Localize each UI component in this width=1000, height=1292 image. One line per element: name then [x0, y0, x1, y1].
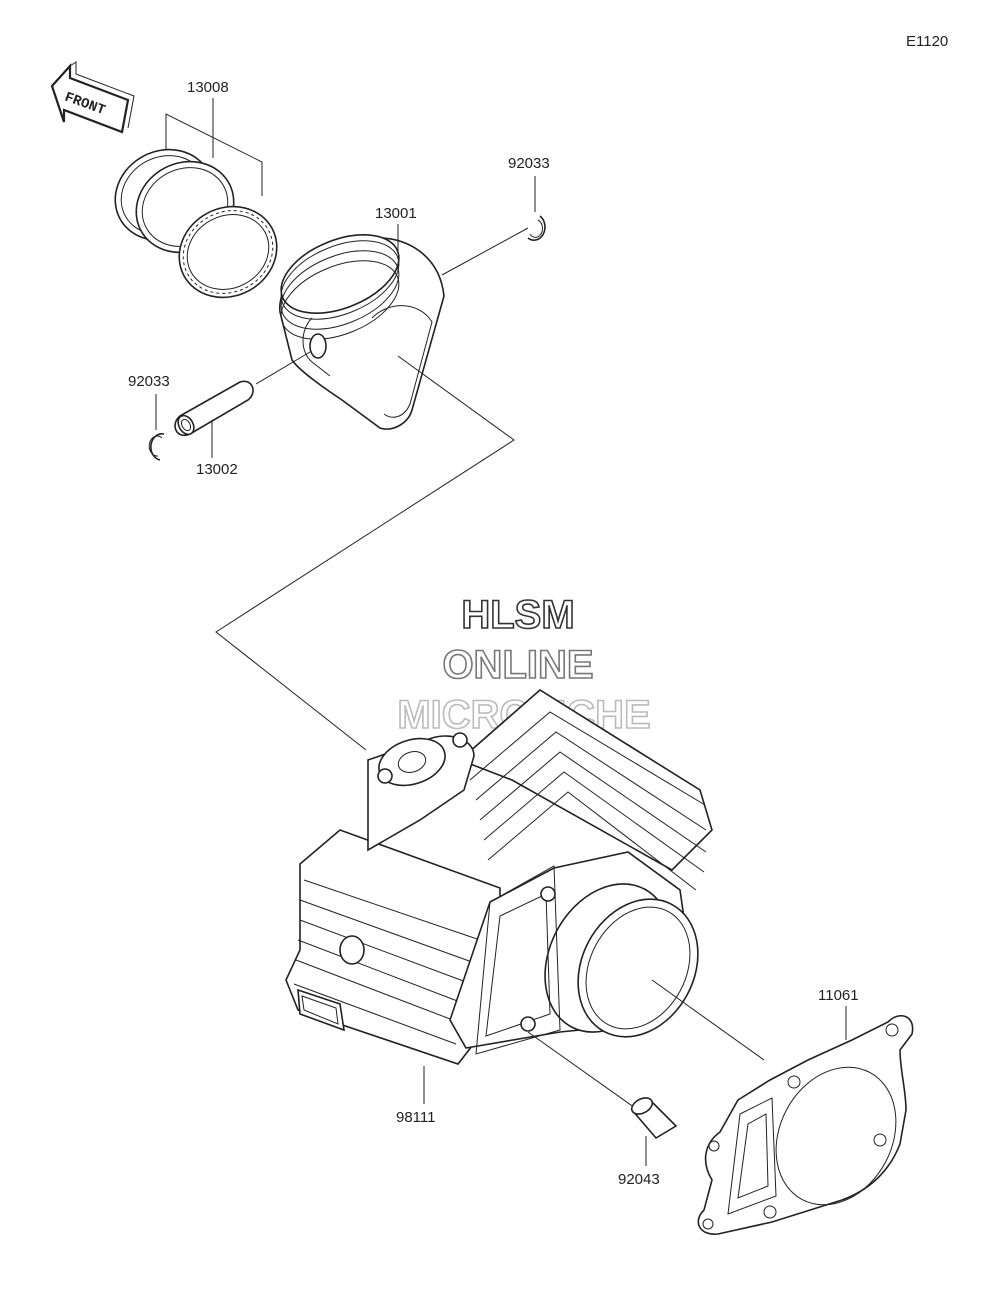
circlip-upper[interactable] [527, 215, 546, 241]
piston-pin[interactable] [174, 380, 254, 437]
front-arrow-label: FRONT [62, 90, 107, 119]
base-gasket[interactable] [697, 1014, 919, 1235]
gasket-guide-line [651, 979, 765, 1061]
assembly-guide-line [215, 355, 515, 751]
callout-92033-upper: 92033 [508, 155, 550, 172]
callout-92043: 92043 [618, 1171, 660, 1188]
piston-ring-set[interactable] [99, 133, 293, 315]
cylinder[interactable] [285, 689, 721, 1065]
dowel-guide-line [527, 1031, 639, 1111]
watermark-line-2: ONLINE [442, 643, 593, 687]
callout-13002: 13002 [196, 461, 238, 478]
callout-13001: 13001 [375, 205, 417, 222]
pin-axis-line-lower [255, 351, 311, 385]
circlip-lower[interactable] [148, 433, 165, 461]
diagram-code: E1120 [906, 33, 948, 50]
dowel-pin[interactable] [629, 1095, 678, 1140]
watermark-line-1: HLSM [461, 593, 574, 637]
callout-98111: 98111 [396, 1109, 436, 1126]
callout-13008: 13008 [187, 79, 229, 96]
callout-11061: 11061 [818, 987, 859, 1004]
pin-axis-line-upper [441, 227, 529, 276]
piston[interactable] [270, 219, 445, 430]
front-arrow-icon: FRONT [50, 61, 135, 134]
ring-set-bracket [165, 98, 263, 196]
callout-92033-lower: 92033 [128, 373, 170, 390]
